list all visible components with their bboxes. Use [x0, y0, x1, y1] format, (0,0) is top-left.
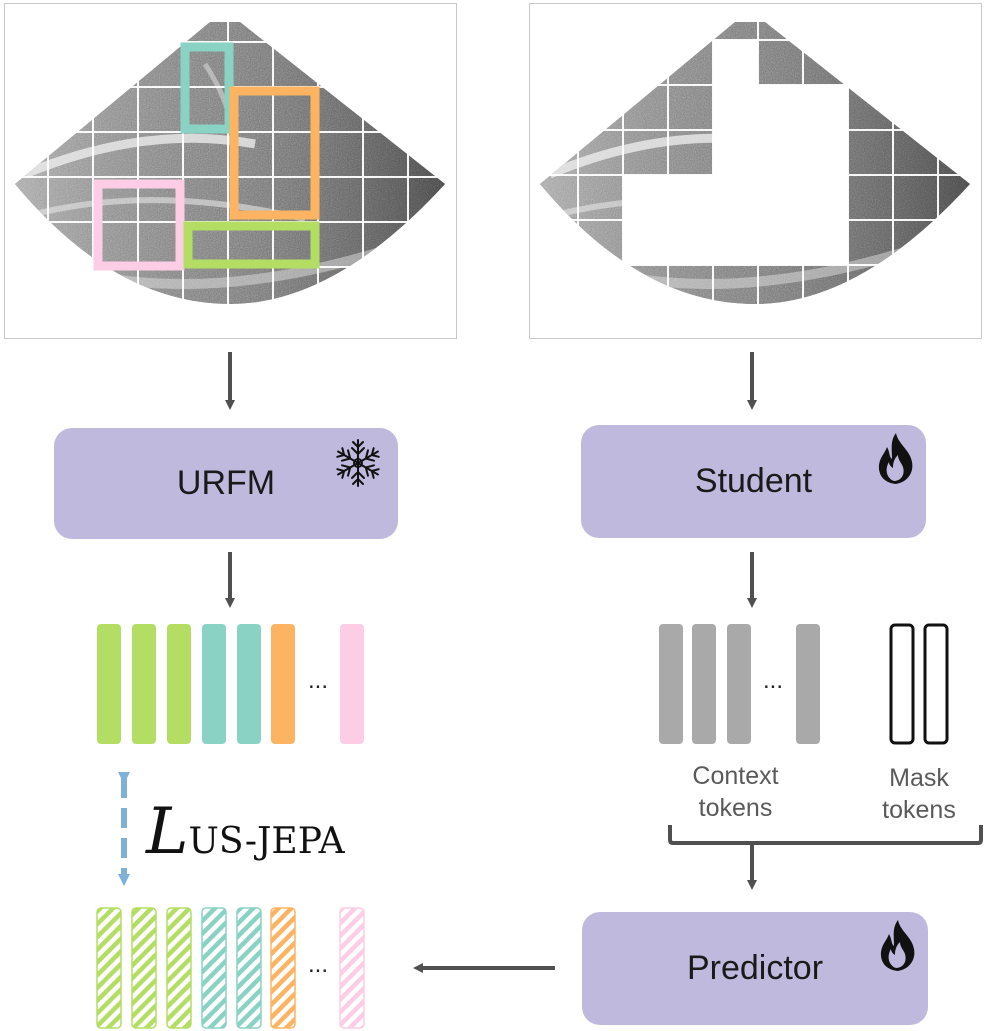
mask-tokens-caption: Mask tokens — [882, 764, 956, 824]
fire-icon — [878, 433, 913, 484]
target-tokens: ... — [97, 624, 364, 744]
target-token-green — [167, 624, 191, 744]
predicted-tokens-ellipsis: ... — [308, 951, 328, 978]
target-block — [180, 42, 234, 134]
target-token-orange — [271, 624, 295, 744]
target-token-teal — [202, 624, 226, 744]
loss-subscript: US-JEPA — [188, 821, 345, 862]
predicted-token-pink — [339, 907, 365, 1029]
target-block — [183, 221, 320, 269]
ultrasound-image-targets — [4, 3, 457, 339]
target-block — [229, 86, 320, 220]
predicted-token-green — [131, 907, 157, 1029]
predicted-token-green — [166, 907, 192, 1029]
mask-token — [923, 623, 949, 745]
ultrasound-image-masked — [529, 3, 982, 339]
fire-icon — [880, 920, 915, 971]
urfm-encoder-block: URFM — [54, 428, 398, 539]
target-tokens-ellipsis: ... — [308, 667, 328, 694]
mask-region — [623, 40, 848, 265]
context-token — [659, 624, 683, 744]
snowflake-icon — [334, 439, 382, 487]
context-token — [796, 624, 820, 744]
loss-label: LUS-JEPA — [146, 795, 345, 869]
loss-symbol: L — [146, 795, 189, 869]
predicted-tokens: ... — [96, 907, 365, 1029]
context-token — [692, 624, 716, 744]
target-token-green — [132, 624, 156, 744]
context-tokens-caption: Context tokens — [692, 762, 779, 822]
context-tokens-ellipsis: ... — [763, 667, 783, 694]
token-grouping-brace — [668, 825, 983, 845]
urfm-label: URFM — [176, 464, 276, 502]
predictor-label: Predictor — [686, 949, 824, 987]
target-token-green — [97, 624, 121, 744]
mask-tokens — [889, 623, 949, 745]
student-label: Student — [694, 462, 813, 500]
mask-token — [889, 623, 915, 745]
context-token — [727, 624, 751, 744]
predictor-block: Predictor — [582, 912, 928, 1025]
context-tokens: ... — [659, 624, 820, 744]
target-token-teal — [237, 624, 261, 744]
predicted-token-teal — [236, 907, 262, 1029]
predicted-token-teal — [201, 907, 227, 1029]
student-encoder-block: Student — [581, 425, 926, 538]
flow-arrows — [225, 352, 757, 973]
predicted-token-green — [96, 907, 122, 1029]
target-block — [93, 179, 185, 271]
predicted-token-orange — [270, 907, 296, 1029]
target-token-pink — [340, 624, 364, 744]
